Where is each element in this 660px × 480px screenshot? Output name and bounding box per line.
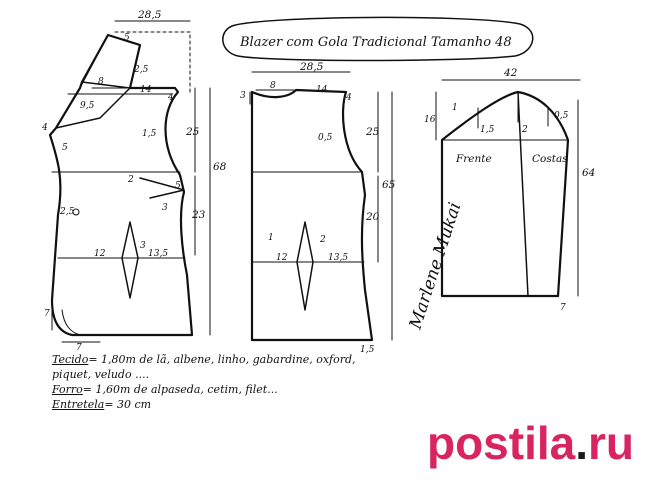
back-n3a: 3 xyxy=(240,91,246,101)
back-n8: 8 xyxy=(270,81,276,91)
front-n5b: 5 xyxy=(175,181,181,191)
front-n4a: 4 xyxy=(167,93,174,103)
title-text: Blazer com Gola Tradicional Tamanho 48 xyxy=(239,35,512,50)
front-n3b: 3 xyxy=(140,241,146,251)
front-piece: 28,5 5 2,5 8 14 4 4 9,5 5 1,5 25 68 2 5 … xyxy=(41,9,227,353)
front-n135: 13,5 xyxy=(148,249,168,259)
front-n23: 23 xyxy=(191,209,206,221)
sleeve-n16: 16 xyxy=(424,115,436,125)
back-n2: 2 xyxy=(319,235,326,245)
material-notes: Tecido= 1,80m de lã, albene, linho, gaba… xyxy=(52,352,392,412)
sleeve-piece: 42 16 1 1,5 2 0,5 Frente Costas 64 7 xyxy=(424,67,595,313)
back-n12: 12 xyxy=(276,253,288,263)
front-shoulder-8: 8 xyxy=(98,77,104,87)
back-n135: 13,5 xyxy=(328,253,348,263)
front-n4b: 4 xyxy=(41,123,48,133)
front-n3: 3 xyxy=(162,203,168,213)
signature: Marlene Mukai xyxy=(405,200,465,332)
front-n25: 25 xyxy=(185,126,200,138)
note-tecido: Tecido= 1,80m de lã, albene, linho, gaba… xyxy=(52,353,356,381)
front-n2: 2 xyxy=(127,175,134,185)
title-frame: Blazer com Gola Tradicional Tamanho 48 xyxy=(222,16,534,62)
front-n95: 9,5 xyxy=(80,101,95,111)
front-n7a: 7 xyxy=(44,309,50,319)
front-n25b: 2,5 xyxy=(59,207,75,217)
sleeve-n7: 7 xyxy=(560,303,566,313)
sleeve-n64: 64 xyxy=(582,167,595,179)
sleeve-n15: 1,5 xyxy=(480,125,495,135)
back-piece: 28,5 8 14 3 4 0,5 25 65 20 1 2 12 13,5 1… xyxy=(240,61,396,355)
sleeve-n2: 2 xyxy=(521,125,528,135)
back-n1: 1 xyxy=(268,233,274,243)
front-n5: 5 xyxy=(62,143,68,153)
back-n65: 65 xyxy=(382,179,396,191)
front-collar-5: 5 xyxy=(124,33,130,43)
front-n7b: 7 xyxy=(76,343,82,353)
front-n15: 1,5 xyxy=(142,129,157,139)
watermark-logo: postila.ru xyxy=(426,417,634,469)
back-n25: 25 xyxy=(365,126,380,138)
back-n14: 14 xyxy=(316,85,328,95)
back-top-width: 28,5 xyxy=(299,61,324,73)
sleeve-n1: 1 xyxy=(452,103,458,113)
back-n15: 1,5 xyxy=(360,345,375,355)
front-top-width: 28,5 xyxy=(137,9,162,21)
front-n12: 12 xyxy=(94,249,106,259)
note-forro: Forro= 1,60m de alpaseda, cetim, filet..… xyxy=(52,383,278,396)
back-n4: 4 xyxy=(345,93,352,103)
front-n68: 68 xyxy=(213,161,227,173)
front-collar-25: 2,5 xyxy=(133,65,149,75)
sleeve-costas: Costas xyxy=(532,153,568,165)
sleeve-n05: 0,5 xyxy=(554,111,569,121)
sleeve-frente: Frente xyxy=(455,153,492,165)
note-entretela: Entretela= 30 cm xyxy=(52,398,152,411)
front-shoulder-14: 14 xyxy=(140,85,152,95)
sleeve-top-width: 42 xyxy=(503,67,518,79)
back-n20: 20 xyxy=(365,211,380,223)
back-n05: 0,5 xyxy=(318,133,333,143)
